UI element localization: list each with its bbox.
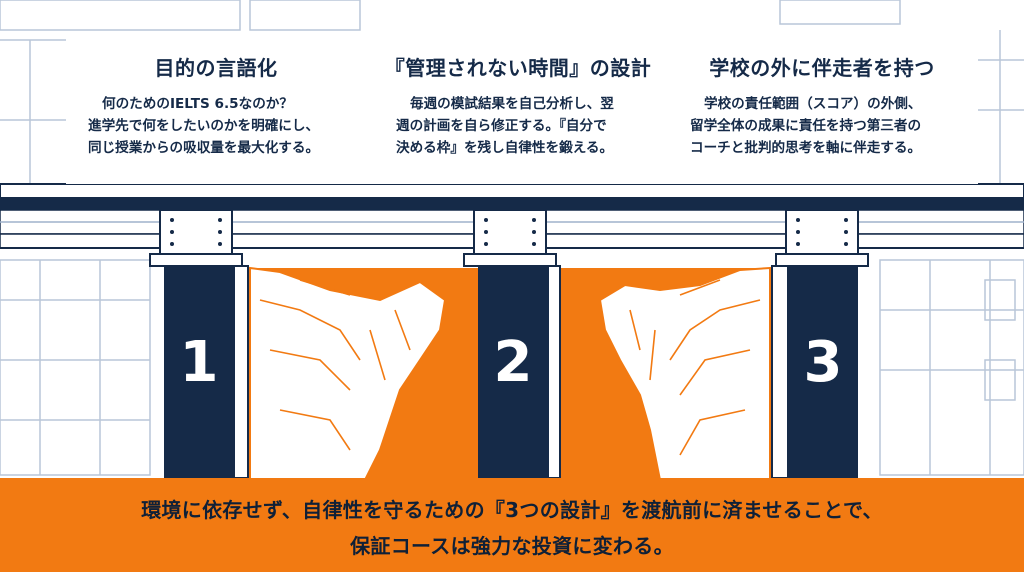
pillar-number-1: 1 [179, 330, 219, 395]
pillars [164, 265, 858, 479]
principle-3-body: 学校の責任範囲（スコア）の外側、 留学全体の成果に責任を持つ第三者の コーチと批… [672, 93, 972, 159]
principle-1: 目的の言語化 何のためのIELTS 6.5なのか？ 進学先で何をしたいのかを明確… [66, 34, 366, 159]
principles-panel: 目的の言語化 何のためのIELTS 6.5なのか？ 進学先で何をしたいのかを明確… [66, 34, 978, 184]
principle-3: 学校の外に伴走者を持つ 学校の責任範囲（スコア）の外側、 留学全体の成果に責任を… [672, 34, 972, 159]
conclusion-banner: 環境に依存せず、自律性を守るための『3つの設計』を渡航前に済ませることで、 保証… [0, 478, 1024, 572]
conclusion-line-2: 保証コースは強力な投資に変わる。 [350, 534, 674, 558]
principle-2-line-2: 週の計画を自ら修正する。『自分で [396, 118, 607, 134]
principle-3-line-2: 留学全体の成果に責任を持つ第三者の [690, 118, 922, 134]
principle-2-line-1: 毎週の模試結果を自己分析し、翌 [410, 96, 614, 112]
principle-1-body: 何のためのIELTS 6.5なのか？ 進学先で何をしたいのかを明確にし、 同じ授… [66, 93, 366, 159]
principle-2-body: 毎週の模試結果を自己分析し、翌 週の計画を自ら修正する。『自分で 決める枠』を残… [368, 93, 668, 159]
principle-3-title: 学校の外に伴走者を持つ [709, 56, 935, 80]
principle-3-line-1: 学校の責任範囲（スコア）の外側、 [704, 96, 922, 112]
blueprint-lines [0, 0, 1024, 476]
conclusion-line-1: 環境に依存せず、自律性を守るための『3つの設計』を渡航前に済ませることで、 [141, 498, 883, 522]
principle-2-title: 『管理されない時間』の設計 [384, 56, 652, 80]
pillar-number-2: 2 [493, 330, 533, 395]
principle-3-line-3: コーチと批判的思考を軸に伴走する。 [690, 140, 922, 156]
principle-1-line-2: 進学先で何をしたいのかを明確にし、 [88, 118, 320, 134]
principle-1-line-1: 何のためのIELTS 6.5なのか？ [102, 96, 293, 112]
rivets [170, 218, 848, 246]
principle-1-line-3: 同じ授業からの吸収量を最大化する。 [88, 140, 320, 156]
pillar-number-3: 3 [803, 330, 843, 395]
principle-2-line-3: 決める枠』を残し自律性を鍛える。 [396, 140, 614, 156]
principle-1-title: 目的の言語化 [154, 56, 278, 80]
principle-2: 『管理されない時間』の設計 毎週の模試結果を自己分析し、翌 週の計画を自ら修正す… [368, 34, 668, 159]
